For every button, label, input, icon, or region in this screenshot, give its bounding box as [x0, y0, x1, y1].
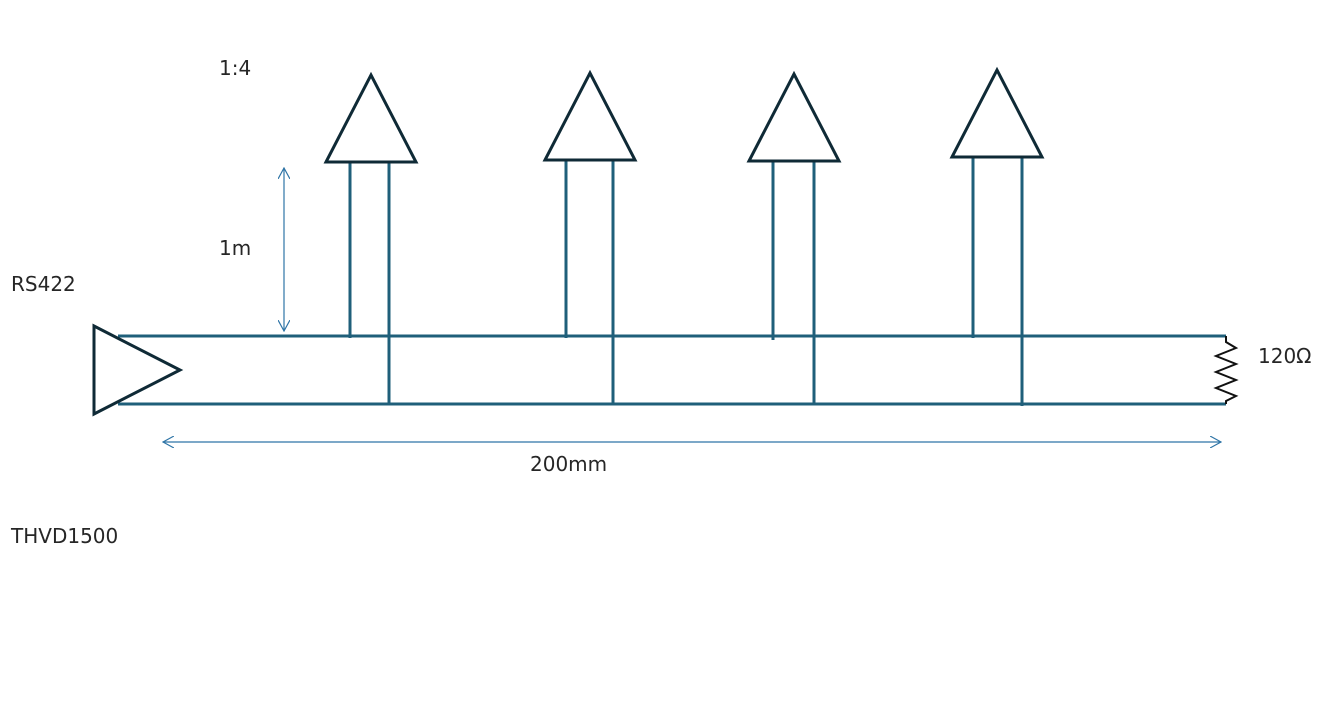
receiver-triangle-icon [949, 66, 1045, 159]
receiver-4 [949, 66, 1045, 406]
receiver-triangle-icon [542, 69, 638, 162]
bus-standard-label: RS422 [11, 272, 76, 296]
ratio-label: 1:4 [219, 56, 252, 80]
receiver-2 [542, 69, 638, 405]
bus-length-label: 200mm [530, 452, 608, 476]
receiver-triangle-icon [746, 70, 842, 163]
stub-length-label: 1m [219, 236, 252, 260]
driver-triangle-icon [92, 323, 184, 417]
termination-label: 120Ω [1258, 344, 1312, 368]
receiver-triangle-icon [323, 71, 419, 164]
receiver-3 [746, 70, 842, 405]
transceiver-label: THVD1500 [11, 524, 119, 548]
receiver-1 [323, 71, 419, 405]
resistor-zigzag-icon [1213, 336, 1239, 404]
